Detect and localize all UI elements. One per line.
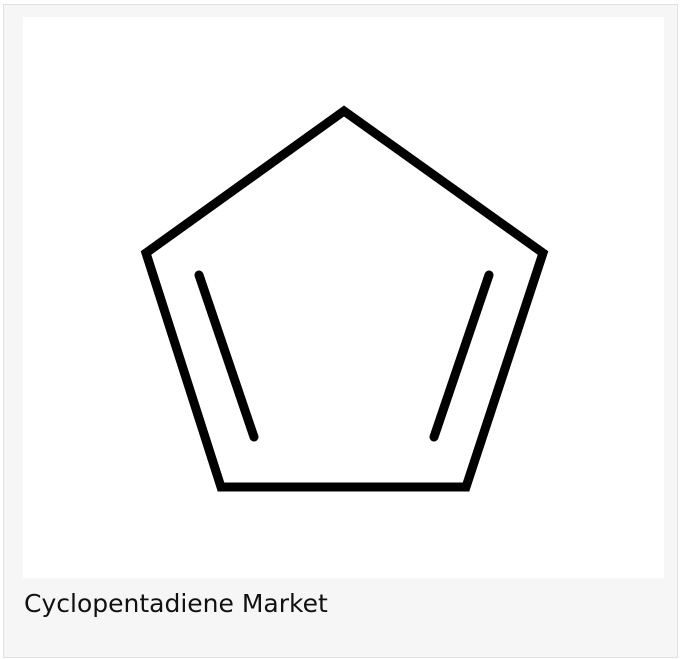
ring-bonds <box>140 105 549 492</box>
cyclopentadiene-structure-icon <box>140 105 549 492</box>
product-card[interactable]: Cyclopentadiene Market <box>3 4 678 658</box>
product-image[interactable] <box>23 17 664 578</box>
double-bond-left <box>194 270 259 442</box>
double-bond-right <box>429 270 494 442</box>
product-title-link[interactable]: Cyclopentadiene Market <box>24 589 328 618</box>
